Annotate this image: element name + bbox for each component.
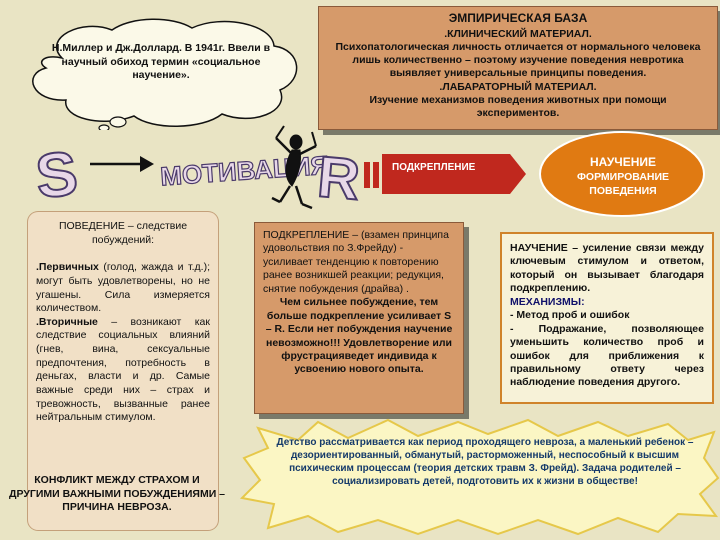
arrow-s-to-motivation xyxy=(90,156,154,172)
primary-text: (голод, жажда и т.д.); могут быть удовле… xyxy=(36,261,210,315)
s-letter: S xyxy=(32,139,80,212)
childhood-text: Детство рассматривается как период прохо… xyxy=(276,437,694,487)
clinical-label: .КЛИНИЧЕСКИЙ МАТЕРИАЛ. xyxy=(444,28,592,40)
primary-label: .Первичных xyxy=(36,261,99,274)
learning-oval-subtitle: ФОРМИРОВАНИЕ ПОВЕДЕНИЯ xyxy=(576,171,670,198)
secondary-label: .Вторичные xyxy=(36,315,98,328)
learning-oval-text: НАУЧЕНИЕ ФОРМИРОВАНИЕ ПОВЕДЕНИЯ xyxy=(548,154,698,199)
lab-label: .ЛАБАРАТОРНЫЙ МАТЕРИАЛ. xyxy=(439,80,597,93)
cloud-text: Н.Миллер и Дж.Доллард. В 1941г. Ввели в … xyxy=(51,42,271,82)
reinforcement-arrow xyxy=(364,154,526,194)
learning-oval-title: НАУЧЕНИЕ xyxy=(589,155,657,169)
mechanism-1: - Метод проб и ошибок xyxy=(510,309,630,322)
r-letter: R xyxy=(315,144,362,212)
thought-cloud xyxy=(32,18,298,130)
learning-oval xyxy=(539,131,705,217)
empirical-base-box: ЭМПИРИЧЕСКАЯ БАЗА .КЛИНИЧЕСКИЙ МАТЕРИАЛ.… xyxy=(318,6,718,130)
learning-heading: НАУЧЕНИЕ – усиление связи между ключевым… xyxy=(510,242,704,295)
behavior-box: ПОВЕДЕНИЕ – следствие побуждений: .Перви… xyxy=(28,212,218,530)
motivation-label: МОТИВАЦИЯ xyxy=(159,150,330,192)
conflict-text: КОНФЛИКТ МЕЖДУ СТРАХОМ И ДРУГИМИ ВАЖНЫМИ… xyxy=(8,474,226,514)
reinforcement-heading: ПОДКРЕПЛЕНИЕ – (взамен принципа удовольс… xyxy=(263,229,449,295)
reinforcement-arrow-label: ПОДКРЕПЛЕНИЕ xyxy=(392,162,476,173)
empirical-title: ЭМПИРИЧЕСКАЯ БАЗА xyxy=(448,11,588,25)
childhood-starburst xyxy=(239,418,720,536)
figure-icon xyxy=(271,125,317,210)
secondary-text: – возникают как следствие социальных вли… xyxy=(36,315,210,424)
lab-text: Изучение механизмов поведения животных п… xyxy=(369,93,667,119)
flow-diagram: S МОТИВАЦИЯ R xyxy=(31,125,705,217)
reinforcement-box: ПОДКРЕПЛЕНИЕ – (взамен принципа удовольс… xyxy=(254,222,464,414)
clinical-text: Психопатологическая личность отличается … xyxy=(335,41,701,80)
learning-box: НАУЧЕНИЕ – усиление связи между ключевым… xyxy=(500,232,714,404)
behavior-body: .Первичных (голод, жажда и т.д.); могут … xyxy=(36,261,210,425)
mechanism-2: - Подражание, позволяющее уменьшить коли… xyxy=(510,322,704,389)
reinforcement-body: Чем сильнее побуждение, тем больше подкр… xyxy=(265,296,453,376)
behavior-heading: ПОВЕДЕНИЕ – следствие побуждений: xyxy=(58,220,188,246)
mechanisms-label: МЕХАНИЗМЫ: xyxy=(510,295,585,308)
